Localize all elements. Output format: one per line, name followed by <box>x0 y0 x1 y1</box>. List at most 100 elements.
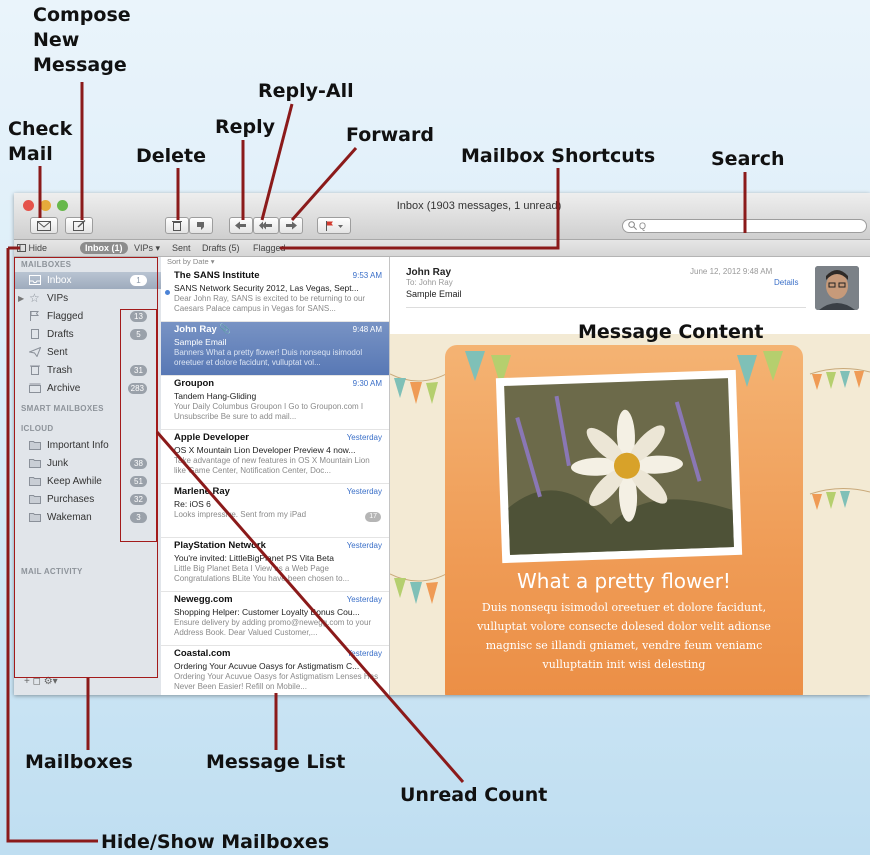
unread-badge: 38 <box>130 458 147 469</box>
unread-badge: 32 <box>130 494 147 505</box>
message-subject: Re: iOS 6 <box>174 499 211 509</box>
thread-count-badge: 17 <box>365 512 381 522</box>
sender-name: John Ray <box>174 324 217 335</box>
delete-button[interactable] <box>165 217 189 234</box>
callout-reply-all: Reply-All <box>258 80 354 102</box>
message-row-selected[interactable]: John Ray 📎 9:48 AM Sample Email Banners … <box>161 322 389 376</box>
message-preview: Your Daily Columbus Groupon I Go to Grou… <box>174 402 364 421</box>
minimize-window-button[interactable] <box>40 200 51 211</box>
favorites-bar: Hide Inbox (1) VIPs ▾ Sent Drafts (5) Fl… <box>14 240 870 257</box>
callout-check-line1: Check <box>8 118 73 140</box>
message-row[interactable]: Marlene Ray Yesterday Re: iOS 6 Looks im… <box>161 484 389 538</box>
unread-badge: 283 <box>127 383 147 394</box>
message-sender: Apple Developer <box>174 432 249 443</box>
message-header-subject: Sample Email <box>406 289 462 299</box>
trash-icon <box>172 221 182 231</box>
callout-compose-new-message: Compose New Message <box>33 3 131 78</box>
hide-mailboxes-button[interactable]: Hide <box>17 242 47 254</box>
message-preview: Take advantage of new features in OS X M… <box>174 456 370 475</box>
toolbar: Inbox (1903 messages, 1 unread) Q <box>14 193 870 240</box>
flag-menu-button[interactable] <box>317 217 351 234</box>
daisy-flower-icon <box>504 378 734 555</box>
callout-check-line2: Mail <box>8 143 53 165</box>
thumbs-down-icon <box>197 221 204 230</box>
reply-button[interactable] <box>229 217 253 234</box>
favorite-flagged[interactable]: Flagged <box>253 243 286 253</box>
message-preview: Little Big Planet Beta I View as a Web P… <box>174 564 350 583</box>
unread-badge: 3 <box>130 512 147 523</box>
sidebar-toggle-icon <box>17 244 26 252</box>
message-sender: The SANS Institute <box>174 270 260 281</box>
junk-button[interactable] <box>189 217 213 234</box>
message-time: 9:53 AM <box>352 271 382 280</box>
callout-delete: Delete <box>136 145 207 167</box>
flower-photo <box>495 369 743 564</box>
forward-arrow-icon <box>286 221 297 230</box>
envelope-icon <box>37 220 51 231</box>
message-sender: Newegg.com <box>174 594 233 605</box>
callout-message-list: Message List <box>206 751 346 773</box>
reply-all-button[interactable] <box>253 217 279 234</box>
message-row[interactable]: Groupon 9:30 AM Tandem Hang-Gliding Your… <box>161 376 389 430</box>
sender-avatar <box>815 266 859 310</box>
message-preview: Banners What a pretty flower! Duis nonse… <box>174 348 363 367</box>
callout-compose-line1: Compose <box>33 4 131 26</box>
message-sender: Marlene Ray <box>174 486 230 497</box>
message-row[interactable]: The SANS Institute 9:53 AM SANS Network … <box>161 268 389 322</box>
message-list: Sort by Date ▾ The SANS Institute 9:53 A… <box>161 257 390 695</box>
callout-check-mail: Check Mail <box>8 117 72 167</box>
hide-label: Hide <box>28 243 48 253</box>
search-placeholder: Q <box>639 221 647 231</box>
callout-reply: Reply <box>215 116 276 138</box>
window-title: Inbox (1903 messages, 1 unread) <box>396 200 562 212</box>
search-field[interactable]: Q <box>622 219 867 233</box>
unread-badge: 31 <box>130 365 147 376</box>
close-window-button[interactable] <box>23 200 34 211</box>
message-preview: Ordering Your Acuvue Oasys for Astigmati… <box>174 672 379 691</box>
callout-compose-line3: Message <box>33 54 127 76</box>
sort-by-date-menu[interactable]: Sort by Date ▾ <box>167 257 215 266</box>
check-mail-button[interactable] <box>30 217 58 234</box>
unread-badge: 13 <box>130 311 147 322</box>
callout-message-content: Message Content <box>578 321 764 343</box>
favorite-inbox[interactable]: Inbox (1) <box>80 242 128 254</box>
message-sender: John Ray 📎 <box>174 324 231 335</box>
message-row[interactable]: Apple Developer Yesterday OS X Mountain … <box>161 430 389 484</box>
message-preview: Ensure delivery by adding promo@newegg.c… <box>174 618 372 637</box>
message-subject: Tandem Hang-Gliding <box>174 391 257 401</box>
favorite-sent[interactable]: Sent <box>172 243 191 253</box>
reply-arrow-icon <box>235 221 246 230</box>
forward-button[interactable] <box>279 217 303 234</box>
header-divider <box>406 307 806 308</box>
callout-search: Search <box>711 148 785 170</box>
details-link[interactable]: Details <box>774 278 799 287</box>
message-row[interactable]: PlayStation Network Yesterday You're inv… <box>161 538 389 592</box>
message-subject: You're invited: LittleBigPlanet PS Vita … <box>174 553 334 563</box>
message-header-date: June 12, 2012 9:48 AM <box>690 267 773 276</box>
message-header-to: To: John Ray <box>406 278 453 287</box>
unread-badge: 5 <box>130 329 147 340</box>
favorite-vips[interactable]: VIPs ▾ <box>134 243 161 253</box>
unread-badge: 51 <box>130 476 147 487</box>
favorite-drafts[interactable]: Drafts (5) <box>202 243 240 253</box>
message-subject: Sample Email <box>174 337 227 347</box>
unread-badge: 1 <box>130 275 147 286</box>
message-preview: Looks impressive. Sent from my iPad <box>174 510 307 519</box>
compose-button[interactable] <box>65 217 93 234</box>
message-subject: SANS Network Security 2012, Las Vegas, S… <box>174 283 359 293</box>
unread-count-highlight-box <box>120 309 157 542</box>
callout-mailboxes: Mailboxes <box>25 751 133 773</box>
message-subject: OS X Mountain Lion Developer Preview 4 n… <box>174 445 356 455</box>
message-row[interactable]: Coastal.com Yesterday Ordering Your Acuv… <box>161 646 389 695</box>
message-content-pane: John Ray To: John Ray Sample Email June … <box>390 257 870 695</box>
message-time: 9:48 AM <box>352 325 382 334</box>
callout-mailbox-shortcuts: Mailbox Shortcuts <box>461 145 656 167</box>
callout-hide-show-mailboxes: Hide/Show Mailboxes <box>101 831 330 853</box>
callout-forward: Forward <box>346 124 434 146</box>
message-row[interactable]: Newegg.com Yesterday Shopping Helper: Cu… <box>161 592 389 646</box>
message-sender: Groupon <box>174 378 215 389</box>
message-time: Yesterday <box>346 487 382 496</box>
message-time: Yesterday <box>346 433 382 442</box>
zoom-window-button[interactable] <box>57 200 68 211</box>
card-title: What a pretty flower! <box>517 569 731 593</box>
